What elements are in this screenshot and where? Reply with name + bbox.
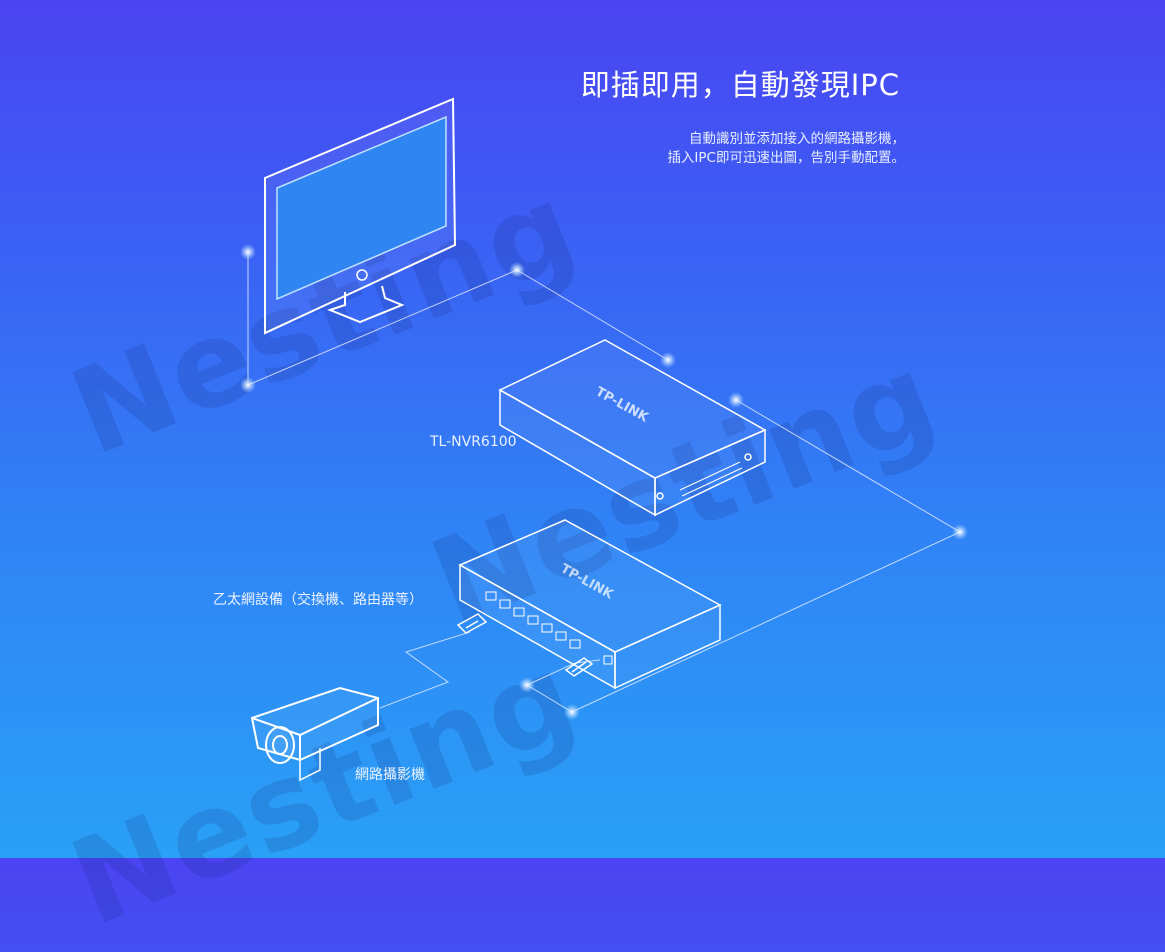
nvr-label: TL-NVR6100 xyxy=(430,434,517,450)
monitor-illustration xyxy=(264,97,457,335)
network-diagram: TP-LINK TP-LINK xyxy=(240,97,968,782)
nvr-device: TP-LINK xyxy=(498,339,767,517)
description: 自動識別並添加接入的網路攝影機， 插入IPC即可迅速出圖，告別手動配置。 xyxy=(560,130,905,168)
camera-cable xyxy=(379,631,471,709)
rj45-plug-icon xyxy=(456,613,488,634)
node-dot xyxy=(564,704,580,720)
node-dot xyxy=(660,352,676,368)
page-title: 即插即用，自動發現IPC xyxy=(580,68,900,102)
camera-illustration xyxy=(250,686,379,782)
description-line: 自動識別並添加接入的網路攝影機， xyxy=(689,131,905,147)
connection-lines xyxy=(247,250,962,713)
nvr-link xyxy=(526,399,962,713)
node-dot xyxy=(509,262,525,278)
switch-cable xyxy=(526,659,601,686)
camera-label: 網路攝影機 xyxy=(355,767,425,783)
glow-nodes xyxy=(240,244,968,720)
node-dot xyxy=(519,677,535,693)
node-dot xyxy=(952,524,968,540)
monitor-link xyxy=(247,250,669,386)
description-line: 插入IPC即可迅速出圖，告別手動配置。 xyxy=(667,150,905,166)
node-dot xyxy=(240,244,256,260)
rj45-plug-icon xyxy=(564,657,594,677)
ethernet-device-label: 乙太網設備（交換機、路由器等） xyxy=(213,592,423,608)
diagram-canvas: Nesting Nesting Nesting xyxy=(53,68,968,952)
node-dot xyxy=(240,377,256,393)
node-dot xyxy=(728,392,744,408)
switch-device: TP-LINK xyxy=(458,519,722,690)
